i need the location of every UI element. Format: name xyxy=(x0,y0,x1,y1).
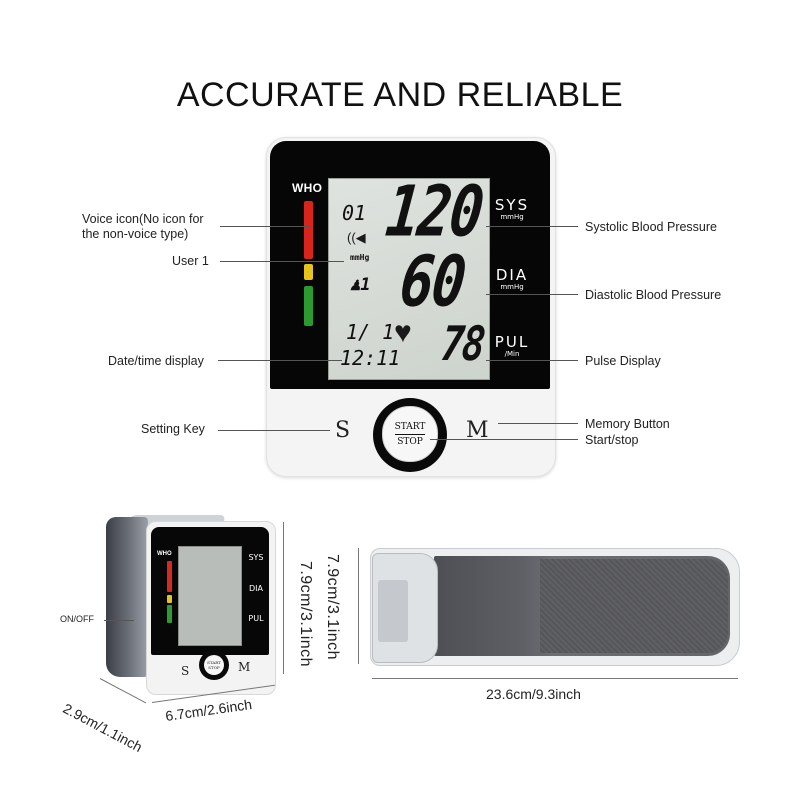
stop-text: STOP xyxy=(397,436,423,447)
who-label: WHO xyxy=(292,181,323,195)
callout-systolic: Systolic Blood Pressure xyxy=(585,220,718,234)
cuff-tag xyxy=(378,580,408,642)
small-stop-text: STOP xyxy=(208,665,220,670)
cuff-length-line xyxy=(372,678,738,679)
cuff-velcro xyxy=(540,559,728,653)
small-led-red xyxy=(167,561,172,592)
device-depth-label: 2.9cm/1.1inch xyxy=(60,700,145,756)
start-stop-button[interactable]: START STOP xyxy=(382,406,438,462)
small-led-yellow xyxy=(167,595,172,603)
setting-key[interactable]: S xyxy=(335,418,351,443)
pul-text: PUL xyxy=(494,333,530,351)
device-width-label: 6.7cm/2.6inch xyxy=(164,696,253,724)
cuff-length-label: 23.6cm/9.3inch xyxy=(486,686,581,702)
callout-line-date xyxy=(218,360,342,361)
user-icon: ♟ xyxy=(350,275,361,295)
small-who-label: WHO xyxy=(157,551,172,557)
cuff-height-line xyxy=(358,548,359,664)
callout-line-dia xyxy=(486,294,578,295)
memory-button[interactable]: M xyxy=(466,418,489,443)
callout-setting-key: Setting Key xyxy=(141,422,205,436)
on-off-line xyxy=(104,620,134,621)
small-memory-key: M xyxy=(238,660,251,674)
small-start-text: START xyxy=(207,660,221,665)
device-depth-line xyxy=(99,678,147,704)
device-height-label: 7.9cm/3.1inch xyxy=(297,560,314,668)
callout-diastolic: Diastolic Blood Pressure xyxy=(585,288,722,302)
callout-pulse: Pulse Display xyxy=(585,354,661,368)
callout-date-time: Date/time display xyxy=(108,354,204,368)
callout-line-pul xyxy=(486,360,578,361)
cuff-height-label: 7.9cm/3.1inch xyxy=(324,553,341,661)
pul-label: PUL /Min xyxy=(492,333,532,358)
dia-text: DIA xyxy=(495,266,529,284)
lcd-screen xyxy=(328,178,490,380)
small-setting-key: S xyxy=(181,664,190,678)
small-sys-label: SYS xyxy=(248,553,264,562)
lcd-pulse-value: 78 xyxy=(438,316,487,372)
led-yellow xyxy=(304,264,313,280)
lcd-memory-number: 01 xyxy=(342,201,367,225)
voice-icon: ((◀ xyxy=(347,230,366,245)
callout-line-start xyxy=(430,439,578,440)
dia-label: DIA mmHg xyxy=(492,266,532,291)
callout-user: User 1 xyxy=(172,254,209,268)
device-side xyxy=(106,517,148,677)
callout-voice-icon: Voice icon(No icon for the non-voice typ… xyxy=(82,212,204,241)
heart-icon: ♥ xyxy=(394,316,412,349)
callout-line-voice xyxy=(220,226,310,227)
small-lcd xyxy=(178,546,242,646)
sys-unit: mmHg xyxy=(500,213,524,221)
small-pul-label: PUL xyxy=(248,614,264,623)
callout-memory: Memory Button xyxy=(585,417,670,431)
pul-unit: /Min xyxy=(504,350,520,358)
callout-line-setting xyxy=(218,430,330,431)
on-off-label: ON/OFF xyxy=(60,614,94,624)
headline: ACCURATE AND RELIABLE xyxy=(176,76,624,114)
callout-line-memory xyxy=(498,423,578,424)
sys-text: SYS xyxy=(494,196,530,214)
lcd-date: 1/ 1 xyxy=(346,320,395,344)
callout-line-user xyxy=(220,261,344,262)
small-dia-label: DIA xyxy=(249,584,263,593)
lcd-time: 12:11 xyxy=(340,346,401,370)
lcd-user-number: 1 xyxy=(360,275,371,295)
device-height-line xyxy=(283,522,284,674)
small-start-button: START STOP xyxy=(204,655,224,675)
sys-label: SYS mmHg xyxy=(492,196,532,221)
callout-line-sys xyxy=(486,226,578,227)
lcd-diastolic-value: 60 xyxy=(396,241,469,323)
lcd-systolic-value: 120 xyxy=(382,171,486,253)
lcd-user: ♟1 xyxy=(350,275,371,295)
callout-start-stop: Start/stop xyxy=(585,433,639,447)
led-red xyxy=(304,201,313,259)
led-green xyxy=(304,286,313,326)
small-led-green xyxy=(167,605,172,623)
divider xyxy=(395,433,425,435)
start-text: START xyxy=(394,421,426,432)
lcd-mmhg-unit: mmHg xyxy=(350,253,370,262)
dia-unit: mmHg xyxy=(500,283,524,291)
